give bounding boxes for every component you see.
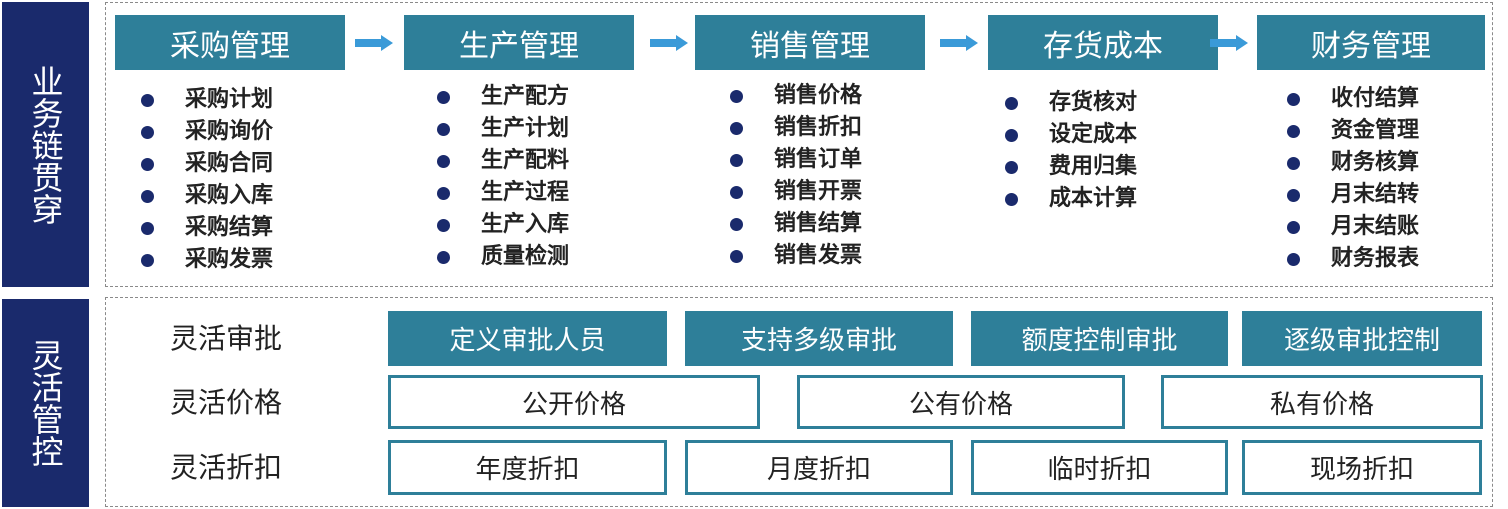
bullet-dot-icon [1287, 253, 1300, 266]
row-label-discount: 灵活折扣 [170, 451, 283, 484]
section-label-flexible-control-text: 灵活管控 [26, 339, 65, 467]
bullet-dot-icon [1005, 193, 1018, 206]
list-item: 采购计划 [141, 84, 273, 116]
list-item: 财务核算 [1287, 147, 1419, 179]
module-list-inventory-cost: 存货核对 设定成本 费用归集 成本计算 [1005, 87, 1137, 215]
list-item: 采购发票 [141, 244, 273, 276]
list-item: 销售结算 [730, 208, 862, 240]
list-item: 生产入库 [437, 209, 569, 241]
list-item: 生产配料 [437, 145, 569, 177]
list-item: 成本计算 [1005, 183, 1137, 215]
list-item: 采购询价 [141, 116, 273, 148]
bullet-dot-icon [1287, 189, 1300, 202]
section-label-business-chain: 业务链贯穿 [2, 2, 89, 287]
bullet-dot-icon [1287, 157, 1300, 170]
row-label-price: 灵活价格 [170, 386, 283, 419]
bullet-dot-icon [141, 190, 154, 203]
bullet-dot-icon [1005, 97, 1018, 110]
arrow-right-icon [940, 35, 978, 51]
arrow-right-icon [355, 35, 393, 51]
module-list-finance: 收付结算 资金管理 财务核算 月末结转 月末结账 财务报表 [1287, 83, 1419, 275]
bullet-dot-icon [730, 122, 743, 135]
module-title-production: 生产管理 [459, 28, 579, 64]
row-label-approval: 灵活审批 [170, 322, 283, 355]
list-item: 采购入库 [141, 180, 273, 212]
list-item: 采购合同 [141, 148, 273, 180]
list-item: 资金管理 [1287, 115, 1419, 147]
bullet-dot-icon [730, 218, 743, 231]
list-item: 收付结算 [1287, 83, 1419, 115]
module-title-inventory-cost: 存货成本 [1043, 28, 1163, 64]
list-item: 生产过程 [437, 177, 569, 209]
arrow-right-icon [1210, 35, 1248, 51]
module-title-finance: 财务管理 [1311, 28, 1431, 64]
module-title-purchase: 采购管理 [170, 28, 290, 64]
list-item: 存货核对 [1005, 87, 1137, 119]
approval-box-multi-level: 支持多级审批 [685, 311, 953, 366]
bullet-dot-icon [730, 154, 743, 167]
list-item: 销售发票 [730, 240, 862, 272]
list-item: 采购结算 [141, 212, 273, 244]
flexible-control-panel [105, 297, 1493, 507]
discount-box-onsite: 现场折扣 [1242, 440, 1482, 495]
list-item: 财务报表 [1287, 243, 1419, 275]
discount-box-monthly: 月度折扣 [685, 440, 953, 495]
bullet-dot-icon [730, 250, 743, 263]
business-chain-panel [105, 2, 1493, 287]
bullet-dot-icon [437, 187, 450, 200]
list-item: 销售订单 [730, 144, 862, 176]
bullet-dot-icon [141, 222, 154, 235]
price-box-public: 公开价格 [388, 375, 760, 429]
list-item: 生产配方 [437, 81, 569, 113]
discount-box-annual: 年度折扣 [388, 440, 667, 495]
approval-box-amount-control: 额度控制审批 [971, 311, 1228, 366]
section-label-flexible-control: 灵活管控 [2, 299, 89, 507]
list-item: 费用归集 [1005, 151, 1137, 183]
module-list-purchase: 采购计划 采购询价 采购合同 采购入库 采购结算 采购发票 [141, 84, 273, 276]
approval-box-step-by-step: 逐级审批控制 [1242, 311, 1482, 366]
module-title-sales: 销售管理 [750, 28, 870, 64]
bullet-dot-icon [141, 254, 154, 267]
price-box-private: 私有价格 [1161, 375, 1483, 429]
bullet-dot-icon [730, 186, 743, 199]
bullet-dot-icon [1005, 129, 1018, 142]
discount-box-temporary: 临时折扣 [971, 440, 1228, 495]
bullet-dot-icon [437, 123, 450, 136]
list-item: 生产计划 [437, 113, 569, 145]
arrow-right-icon [650, 35, 688, 51]
module-list-sales: 销售价格 销售折扣 销售订单 销售开票 销售结算 销售发票 [730, 80, 862, 272]
module-list-production: 生产配方 生产计划 生产配料 生产过程 生产入库 质量检测 [437, 81, 569, 273]
price-box-shared: 公有价格 [797, 375, 1125, 429]
list-item: 月末结转 [1287, 179, 1419, 211]
bullet-dot-icon [730, 90, 743, 103]
bullet-dot-icon [437, 155, 450, 168]
list-item: 销售价格 [730, 80, 862, 112]
module-header-purchase: 采购管理 [115, 15, 345, 70]
bullet-dot-icon [1287, 221, 1300, 234]
approval-box-define-approvers: 定义审批人员 [388, 311, 667, 366]
bullet-dot-icon [141, 158, 154, 171]
module-header-production: 生产管理 [404, 15, 634, 70]
list-item: 设定成本 [1005, 119, 1137, 151]
bullet-dot-icon [437, 251, 450, 264]
list-item: 月末结账 [1287, 211, 1419, 243]
bullet-dot-icon [1287, 93, 1300, 106]
section-label-business-chain-text: 业务链贯穿 [26, 64, 65, 225]
bullet-dot-icon [141, 94, 154, 107]
bullet-dot-icon [141, 126, 154, 139]
list-item: 质量检测 [437, 241, 569, 273]
bullet-dot-icon [437, 219, 450, 232]
list-item: 销售开票 [730, 176, 862, 208]
list-item: 销售折扣 [730, 112, 862, 144]
module-header-sales: 销售管理 [695, 15, 925, 70]
bullet-dot-icon [1005, 161, 1018, 174]
module-header-inventory-cost: 存货成本 [988, 15, 1218, 70]
bullet-dot-icon [1287, 125, 1300, 138]
module-header-finance: 财务管理 [1257, 15, 1485, 70]
bullet-dot-icon [437, 91, 450, 104]
